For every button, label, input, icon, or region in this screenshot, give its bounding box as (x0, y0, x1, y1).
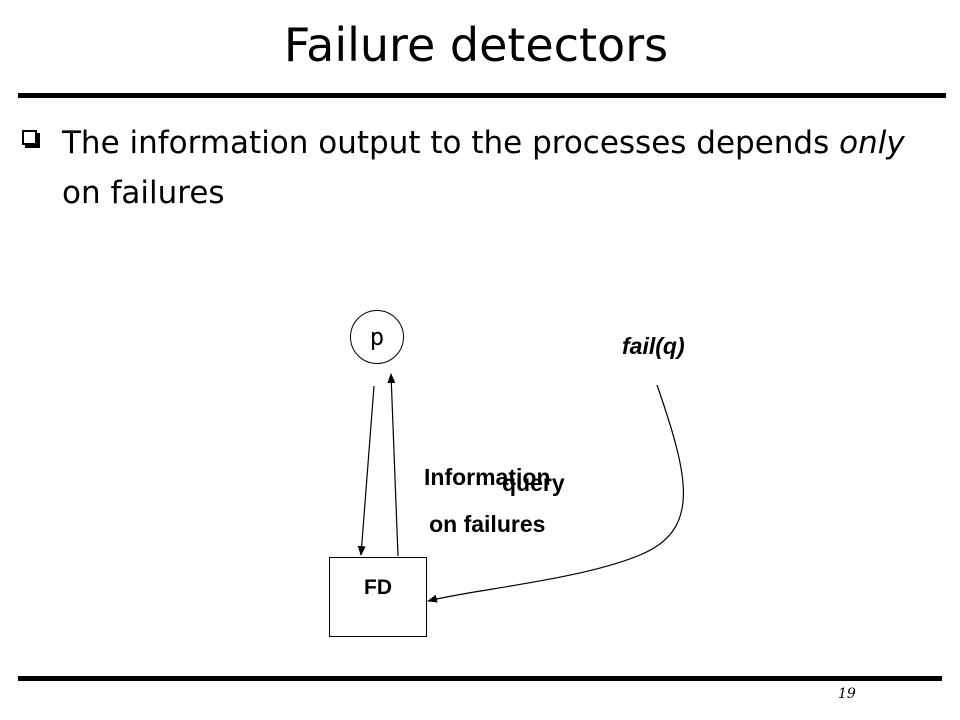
bullet-text-emphasis: only (839, 125, 905, 161)
information-label-line2: on failures (429, 511, 546, 537)
process-node-p: p (350, 310, 404, 364)
query-arrow (357, 385, 375, 556)
bullet-text-part2: on failures (62, 175, 225, 211)
information-label: Information on failures (424, 454, 551, 548)
information-label-line1: Information (424, 464, 551, 490)
slide-title: Failure detectors (283, 18, 669, 72)
bullet-text: The information output to the processes … (62, 118, 912, 218)
failure-detector-box: FD (329, 557, 427, 637)
failure-detector-label: FD (364, 576, 392, 599)
query-label: query (502, 470, 565, 496)
footer-divider (18, 676, 942, 681)
information-arrow (387, 373, 399, 557)
page-number: 19 (838, 686, 856, 702)
fail-arrow (427, 384, 684, 603)
checkbox-bullet-icon (22, 130, 40, 148)
title-divider (18, 93, 946, 98)
bullet-text-part1: The information output to the processes … (62, 125, 840, 161)
fail-q-label: fail(q) (622, 333, 685, 359)
